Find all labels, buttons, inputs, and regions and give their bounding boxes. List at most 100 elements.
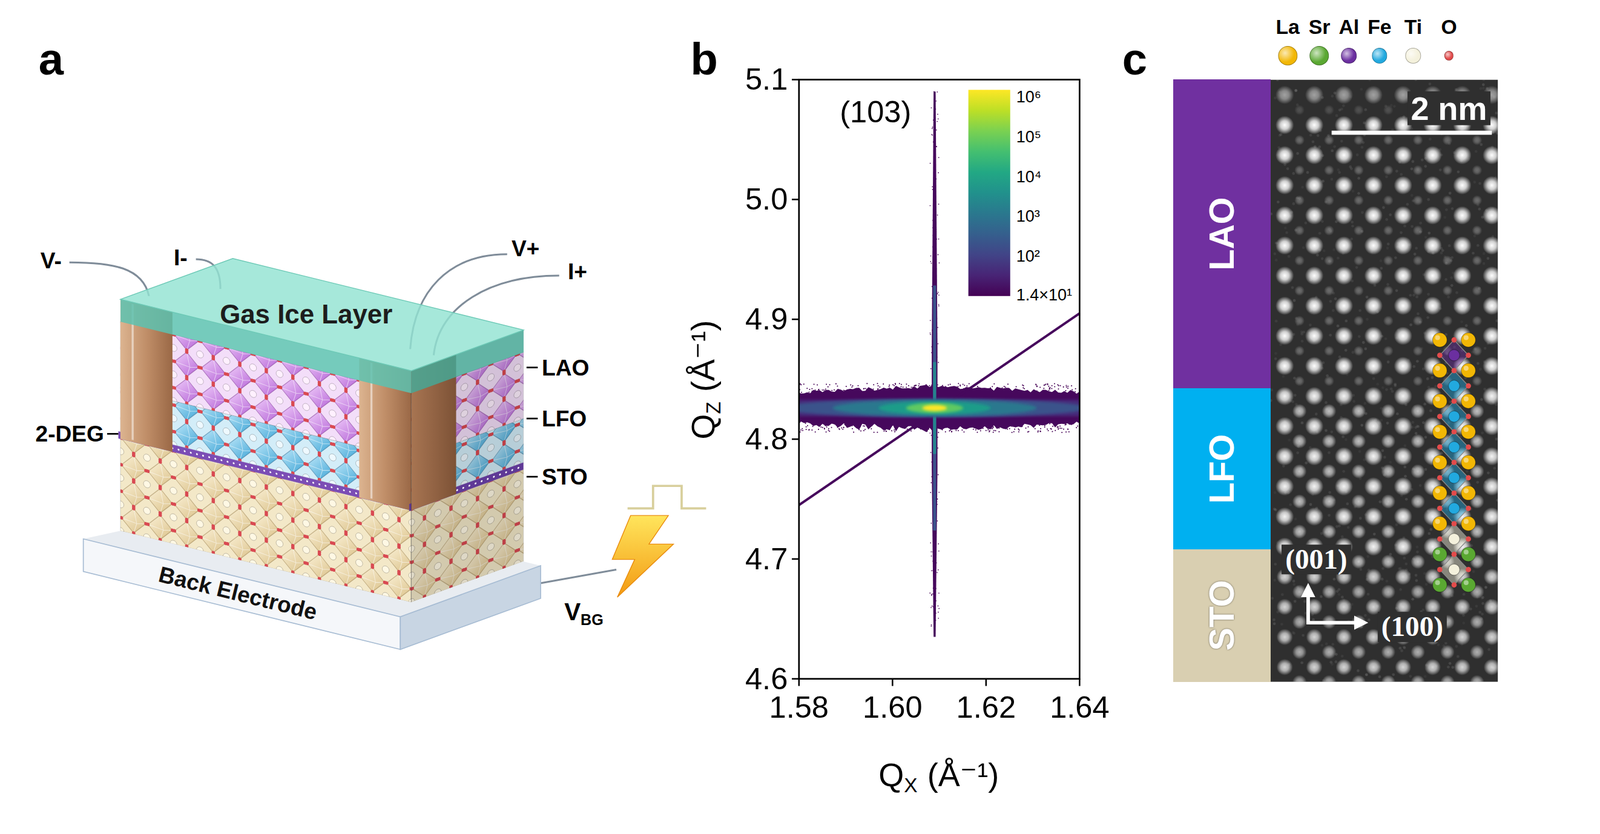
intensity-speckle [851, 386, 853, 388]
oxygen-atom [264, 483, 269, 488]
intensity-speckle [877, 385, 880, 387]
intensity-speckle [914, 384, 916, 386]
image-noise [1403, 465, 1407, 469]
octahedron-edge [280, 544, 306, 575]
image-noise [1378, 500, 1382, 504]
intensity-speckle [910, 429, 912, 432]
oxygen-atom [264, 394, 269, 399]
intensity-speckle [822, 426, 824, 428]
a-site-atom [170, 459, 177, 468]
electron-dot [474, 481, 477, 485]
a-site-atom [381, 564, 389, 574]
oxygen-atom [317, 380, 322, 385]
electron-dot [177, 448, 180, 452]
oxygen-atom [291, 374, 295, 379]
intensity-speckle [998, 431, 1000, 433]
a-site-atom [355, 505, 363, 514]
stem-columns [1270, 79, 1499, 682]
electron-dot [184, 449, 186, 453]
intensity-speckle [918, 383, 920, 385]
intensity-speckle [931, 434, 933, 436]
intensity-speckle [892, 383, 894, 386]
intensity-speckle [938, 305, 940, 307]
octahedron [227, 388, 252, 419]
intensity-speckle [805, 428, 807, 430]
oxygen-atom [317, 549, 322, 554]
oxygen-atom [185, 374, 189, 379]
octahedron [174, 465, 199, 496]
octahedron [306, 550, 332, 582]
octahedron [280, 445, 306, 476]
oxygen-atom [158, 457, 163, 462]
intensity-speckle [905, 383, 907, 385]
truncation-rod [931, 91, 938, 637]
intensity-speckle [938, 592, 940, 594]
intensity-speckle [876, 431, 878, 433]
intensity-speckle [827, 386, 829, 388]
electron-dot [202, 454, 205, 457]
octahedron [254, 511, 279, 542]
electron-dot [312, 481, 315, 484]
octahedron-edge [200, 524, 226, 556]
intensity-speckle [1067, 428, 1069, 430]
intensity-speckle [1068, 431, 1070, 433]
oxygen-atom [279, 411, 283, 416]
image-noise [1385, 174, 1389, 178]
leader-line [526, 475, 539, 478]
oxygen-atom [199, 481, 203, 487]
intensity-speckle [831, 389, 833, 392]
intensity-speckle [1049, 386, 1051, 389]
a-site-atom [196, 492, 204, 502]
intensity-speckle [863, 429, 865, 432]
intensity-speckle [820, 426, 822, 428]
a-site-atom [120, 473, 125, 482]
electron-dot [330, 486, 333, 489]
intensity-speckle [802, 429, 804, 432]
intensity-speckle [888, 384, 890, 386]
electron-dot [245, 464, 247, 468]
intensity-speckle [806, 387, 808, 389]
intensity-speckle [930, 255, 932, 257]
electron-dot [480, 479, 483, 482]
image-noise [1391, 672, 1395, 676]
intensity-speckle [993, 383, 995, 385]
intensity-speckle [937, 543, 939, 545]
octahedron [333, 414, 358, 445]
intensity-speckle [885, 430, 887, 432]
intensity-speckle [842, 428, 844, 430]
intensity-speckle [948, 429, 950, 432]
oxygen-atom [317, 523, 322, 528]
oxygen-atom [211, 354, 215, 359]
intensity-speckle [1044, 426, 1046, 428]
octahedron-edge [174, 465, 199, 496]
colorbar-ground [963, 85, 1078, 303]
a-site-atom [249, 532, 257, 541]
intensity-speckle [1054, 429, 1056, 432]
intensity-speckle [968, 383, 970, 385]
intensity-speckle [1018, 429, 1021, 431]
octahedron [227, 504, 252, 536]
intensity-speckle [963, 431, 965, 433]
intensity-speckle [1049, 427, 1051, 430]
intensity-speckle [863, 425, 866, 427]
intensity-speckle [1071, 389, 1073, 391]
intensity-speckle [1035, 383, 1037, 385]
intensity-speckle [1061, 427, 1063, 429]
intensity-speckle [936, 571, 938, 573]
oxygen-atom [172, 429, 177, 434]
intensity-speckle [929, 491, 932, 493]
electron-dot [498, 472, 501, 476]
oxygen-atom [237, 360, 242, 366]
intensity-speckle [823, 389, 825, 391]
intensity-speckle [966, 385, 968, 387]
intensity-speckle [849, 384, 852, 386]
electron-dot [294, 477, 297, 480]
intensity-speckle [929, 385, 931, 387]
intensity-speckle [825, 431, 827, 433]
a-site-atom [355, 558, 363, 567]
octahedron [174, 375, 199, 406]
intensity-speckle [872, 383, 875, 386]
electron-dot [517, 466, 520, 469]
intensity-speckle [805, 426, 807, 428]
bragg-peak [832, 399, 1037, 416]
